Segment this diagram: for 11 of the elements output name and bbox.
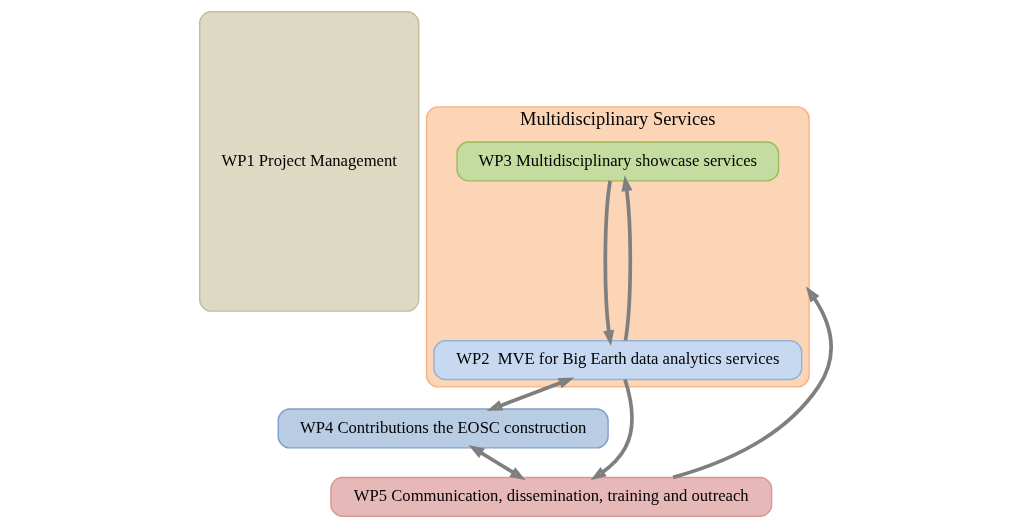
- arrow: [672, 286, 833, 480]
- node-box: WP2 MVE for Big Earth data analytics services: [432, 340, 802, 381]
- arrow: [602, 180, 614, 347]
- node-box: WP3 Multidisciplinary showcase services: [455, 141, 779, 182]
- arrow: [621, 175, 632, 341]
- node-box: WP5 Communication, dissemination, training and outreach: [329, 476, 772, 517]
- arrow: [468, 445, 526, 481]
- node-box: WP1 Project Management: [198, 11, 419, 312]
- arrow: [486, 377, 574, 411]
- arrow: [589, 378, 634, 481]
- node-box: WP4 Contributions the EOSC construction: [277, 408, 609, 449]
